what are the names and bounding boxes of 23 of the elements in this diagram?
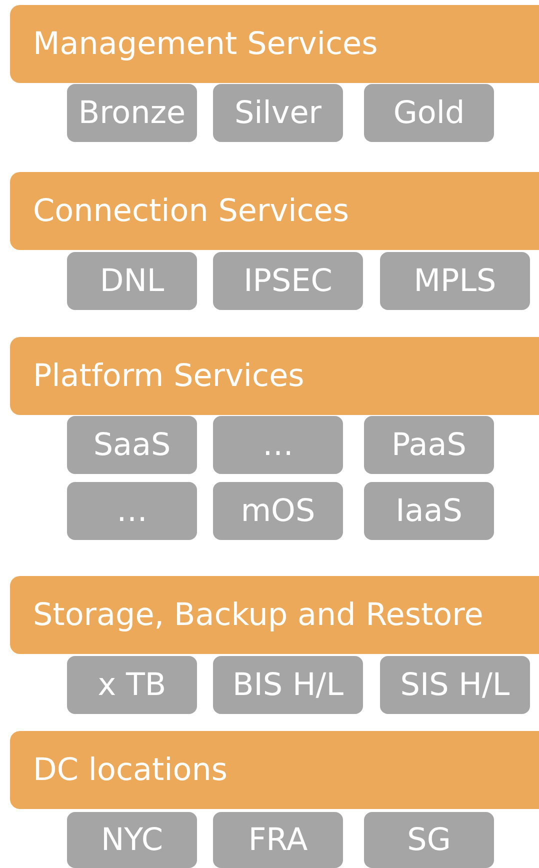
service-tile: DNL	[67, 252, 197, 310]
service-tile: SIS H/L	[380, 656, 530, 714]
service-tile: Gold	[364, 84, 494, 142]
layer-banner: DC locations	[10, 731, 539, 809]
service-tile: SG	[364, 812, 494, 868]
service-tile: mOS	[213, 482, 343, 540]
service-tile: PaaS	[364, 416, 494, 474]
service-tile: …	[67, 482, 197, 540]
service-tile: BIS H/L	[213, 656, 363, 714]
layer-banner: Platform Services	[10, 337, 539, 415]
layer-banner: Connection Services	[10, 172, 539, 250]
service-tile: Silver	[213, 84, 343, 142]
service-tile: SaaS	[67, 416, 197, 474]
layer-banner: Management Services	[10, 5, 539, 83]
service-tile: IPSEC	[213, 252, 363, 310]
service-tile: x TB	[67, 656, 197, 714]
service-tile: MPLS	[380, 252, 530, 310]
service-tile: Bronze	[67, 84, 197, 142]
layer-banner: Storage, Backup and Restore	[10, 576, 539, 654]
service-tile: …	[213, 416, 343, 474]
service-tile: FRA	[213, 812, 343, 868]
service-tile: IaaS	[364, 482, 494, 540]
service-tile: NYC	[67, 812, 197, 868]
